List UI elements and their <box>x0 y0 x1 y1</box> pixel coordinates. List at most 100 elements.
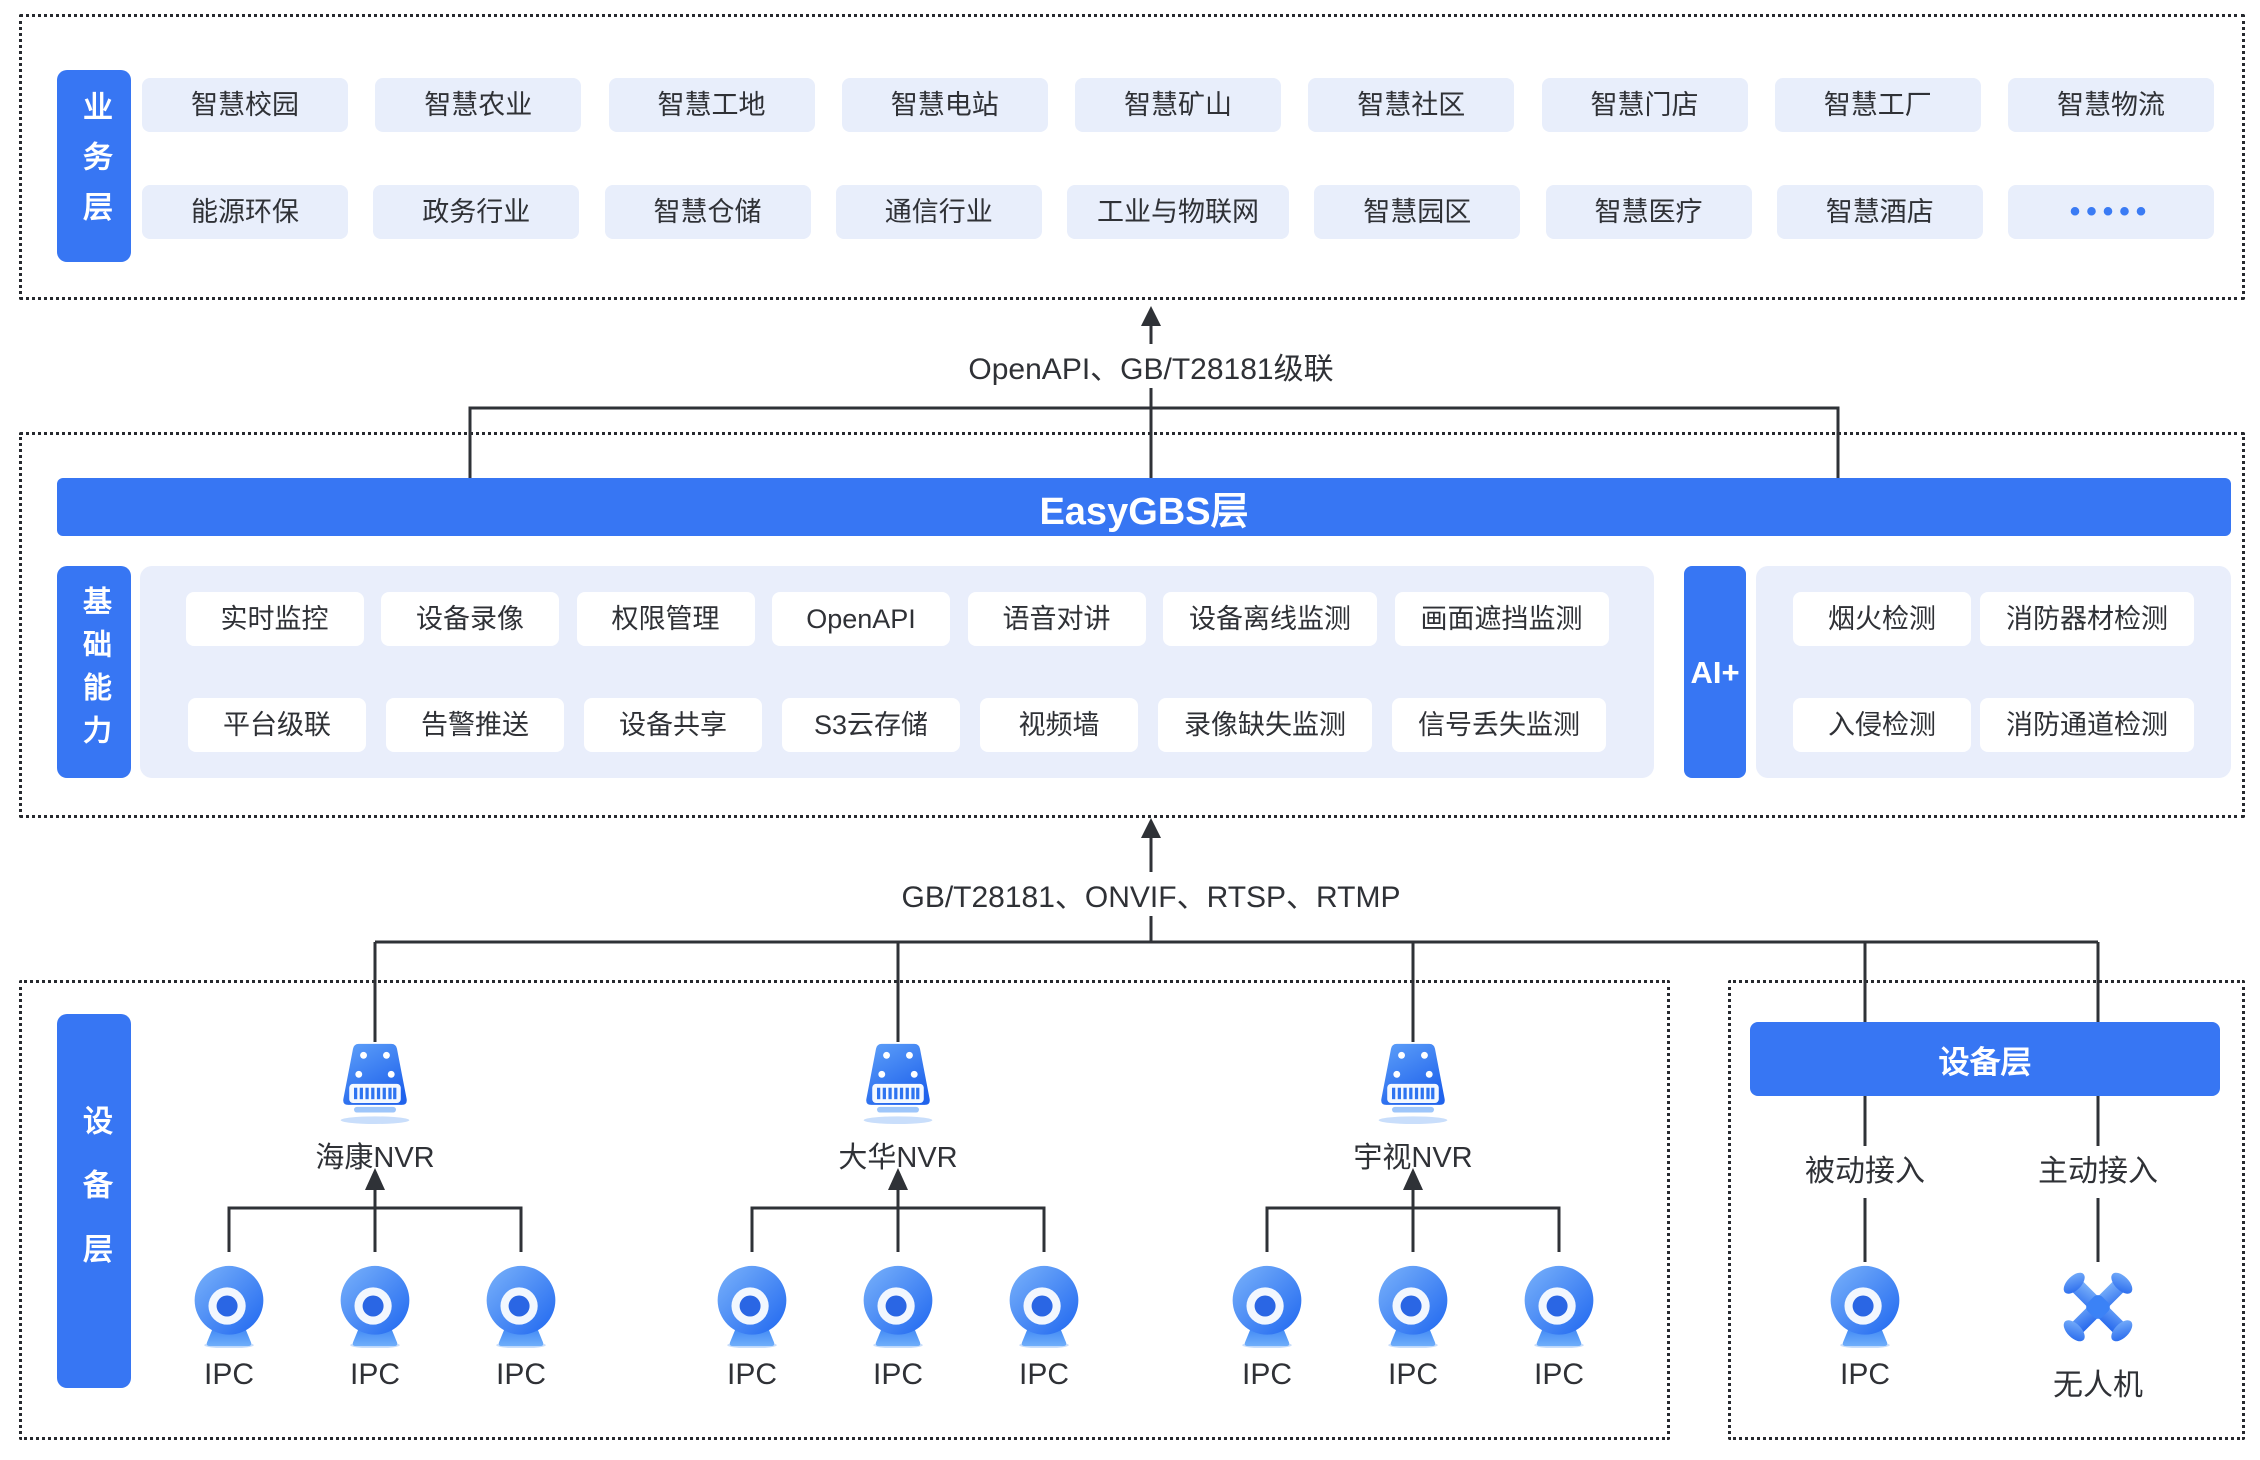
ipc-camera-icon <box>187 1264 271 1348</box>
ipc-label: IPC <box>1241 1358 1292 1391</box>
ipc-device: IPC <box>969 1264 1119 1392</box>
ipc-device: IPC <box>446 1264 596 1392</box>
ipc-camera-icon <box>710 1264 794 1348</box>
ipc-camera-icon <box>333 1264 417 1348</box>
ipc-camera-icon <box>1823 1264 1907 1348</box>
capability-chip: 语音对讲 <box>967 592 1146 646</box>
capability-chip-row-1: 实时监控 设备录像 权限管理 OpenAPI 语音对讲 设备离线监测 画面遮挡监… <box>168 592 1626 646</box>
ai-chip-row-1: 烟火检测 消防器材检测 <box>1784 592 2203 646</box>
capability-chip: OpenAPI <box>772 592 950 646</box>
business-chip: 能源环保 <box>142 185 348 239</box>
capability-chip: 平台级联 <box>188 698 366 752</box>
capability-chip: S3云存储 <box>782 698 960 752</box>
ipc-camera-icon <box>1517 1264 1601 1348</box>
ipc-device: IPC <box>1192 1264 1342 1392</box>
drone-label: 无人机 <box>2053 1369 2143 1402</box>
capability-chip: 实时监控 <box>185 592 364 646</box>
ipc-camera-icon <box>1225 1264 1309 1348</box>
nvr-group-hikvision: 海康NVR <box>255 1040 495 1176</box>
capability-label: 基础能力 <box>57 566 131 778</box>
capability-chip: 设备离线监测 <box>1163 592 1377 646</box>
business-chip: 智慧工厂 <box>1774 78 1981 132</box>
ipc-device: IPC <box>1338 1264 1488 1392</box>
ipc-device: IPC <box>300 1264 450 1392</box>
ipc-device: IPC <box>1790 1264 1940 1392</box>
ipc-device: IPC <box>1484 1264 1634 1392</box>
capability-chip: 画面遮挡监测 <box>1394 592 1609 646</box>
ai-chip: 入侵检测 <box>1793 698 1971 752</box>
ipc-camera-icon <box>1371 1264 1455 1348</box>
business-chip: 智慧农业 <box>375 78 582 132</box>
business-chip: 智慧酒店 <box>1776 185 1983 239</box>
ipc-device: IPC <box>677 1264 827 1392</box>
ipc-label: IPC <box>495 1358 546 1391</box>
nvr-group-dahua: 大华NVR <box>778 1040 1018 1176</box>
ai-chip: 消防通道检测 <box>1980 698 2194 752</box>
capability-chip: 视频墙 <box>980 698 1138 752</box>
ipc-label: IPC <box>1018 1358 1069 1391</box>
passive-access-label: 被动接入 <box>1795 1146 1935 1190</box>
ipc-device: IPC <box>154 1264 304 1392</box>
capability-label-text: 基础能力 <box>78 586 111 758</box>
nvr-icon <box>1365 1040 1461 1124</box>
capability-chip: 设备录像 <box>381 592 559 646</box>
nvr-icon <box>850 1040 946 1124</box>
bottom-connector-label: GB/T28181、ONVIF、RTSP、RTMP <box>887 872 1415 916</box>
ipc-camera-icon <box>856 1264 940 1348</box>
capability-chip: 设备共享 <box>584 698 762 752</box>
nvr-label: 海康NVR <box>315 1142 435 1174</box>
capability-chip: 权限管理 <box>576 592 755 646</box>
drone-icon <box>2055 1264 2141 1350</box>
device-layer-label: 设备层 <box>57 1014 131 1388</box>
ai-panel: 烟火检测 消防器材检测 入侵检测 消防通道检测 <box>1756 566 2231 778</box>
business-layer-label-text: 业务层 <box>78 91 111 241</box>
capability-panel: 实时监控 设备录像 权限管理 OpenAPI 语音对讲 设备离线监测 画面遮挡监… <box>140 566 1654 778</box>
business-chip: 智慧矿山 <box>1075 78 1281 132</box>
capability-chip: 录像缺失监测 <box>1158 698 1372 752</box>
business-chip: 智慧门店 <box>1541 78 1748 132</box>
ai-chip: 消防器材检测 <box>1980 592 2194 646</box>
ipc-label: IPC <box>726 1358 777 1391</box>
business-layer-box <box>19 14 2245 300</box>
business-layer-label: 业务层 <box>57 70 131 262</box>
ipc-label: IPC <box>203 1358 254 1391</box>
capability-chip-row-2: 平台级联 告警推送 设备共享 S3云存储 视频墙 录像缺失监测 信号丢失监测 <box>168 698 1626 752</box>
device-layer-box <box>19 980 1670 1440</box>
business-chip-row-1: 智慧校园 智慧农业 智慧工地 智慧电站 智慧矿山 智慧社区 智慧门店 智慧工厂 … <box>142 78 2214 132</box>
business-chip: 智慧工地 <box>608 78 815 132</box>
business-chip-more: ••••• <box>2008 185 2214 239</box>
easygbs-title-bar: EasyGBS层 <box>57 478 2231 536</box>
ipc-camera-icon <box>479 1264 563 1348</box>
drone-device: 无人机 <box>2023 1264 2173 1404</box>
business-chip: 智慧校园 <box>142 78 348 132</box>
ai-chip: 烟火检测 <box>1793 592 1971 646</box>
ipc-label: IPC <box>349 1358 400 1391</box>
capability-chip: 告警推送 <box>386 698 564 752</box>
business-chip: 智慧园区 <box>1314 185 1521 239</box>
device-layer-right-box <box>1728 980 2245 1440</box>
business-chip: 政务行业 <box>373 185 580 239</box>
active-access-label: 主动接入 <box>2028 1146 2168 1190</box>
business-chip: 智慧社区 <box>1308 78 1515 132</box>
nvr-group-uniview: 宇视NVR <box>1293 1040 1533 1176</box>
ipc-label: IPC <box>1533 1358 1584 1391</box>
nvr-label: 大华NVR <box>838 1142 958 1174</box>
business-chip-row-2: 能源环保 政务行业 智慧仓储 通信行业 工业与物联网 智慧园区 智慧医疗 智慧酒… <box>142 185 2214 239</box>
business-chip: 智慧电站 <box>841 78 1048 132</box>
nvr-label: 宇视NVR <box>1353 1142 1473 1174</box>
ai-label: AI+ <box>1684 566 1746 778</box>
ai-chip-row-2: 入侵检测 消防通道检测 <box>1784 698 2203 752</box>
business-chip: 工业与物联网 <box>1067 185 1289 239</box>
ai-label-text: AI+ <box>1690 654 1740 690</box>
capability-chip: 信号丢失监测 <box>1392 698 1606 752</box>
business-chip: 智慧物流 <box>2008 78 2214 132</box>
business-chip: 智慧仓储 <box>604 185 811 239</box>
ipc-device: IPC <box>823 1264 973 1392</box>
ipc-label: IPC <box>1387 1358 1438 1391</box>
top-connector-label: OpenAPI、GB/T28181级联 <box>954 344 1348 388</box>
ipc-camera-icon <box>1002 1264 1086 1348</box>
device-layer-right-header: 设备层 <box>1750 1022 2220 1096</box>
device-layer-label-text: 设备层 <box>78 1105 111 1297</box>
nvr-icon <box>327 1040 423 1124</box>
